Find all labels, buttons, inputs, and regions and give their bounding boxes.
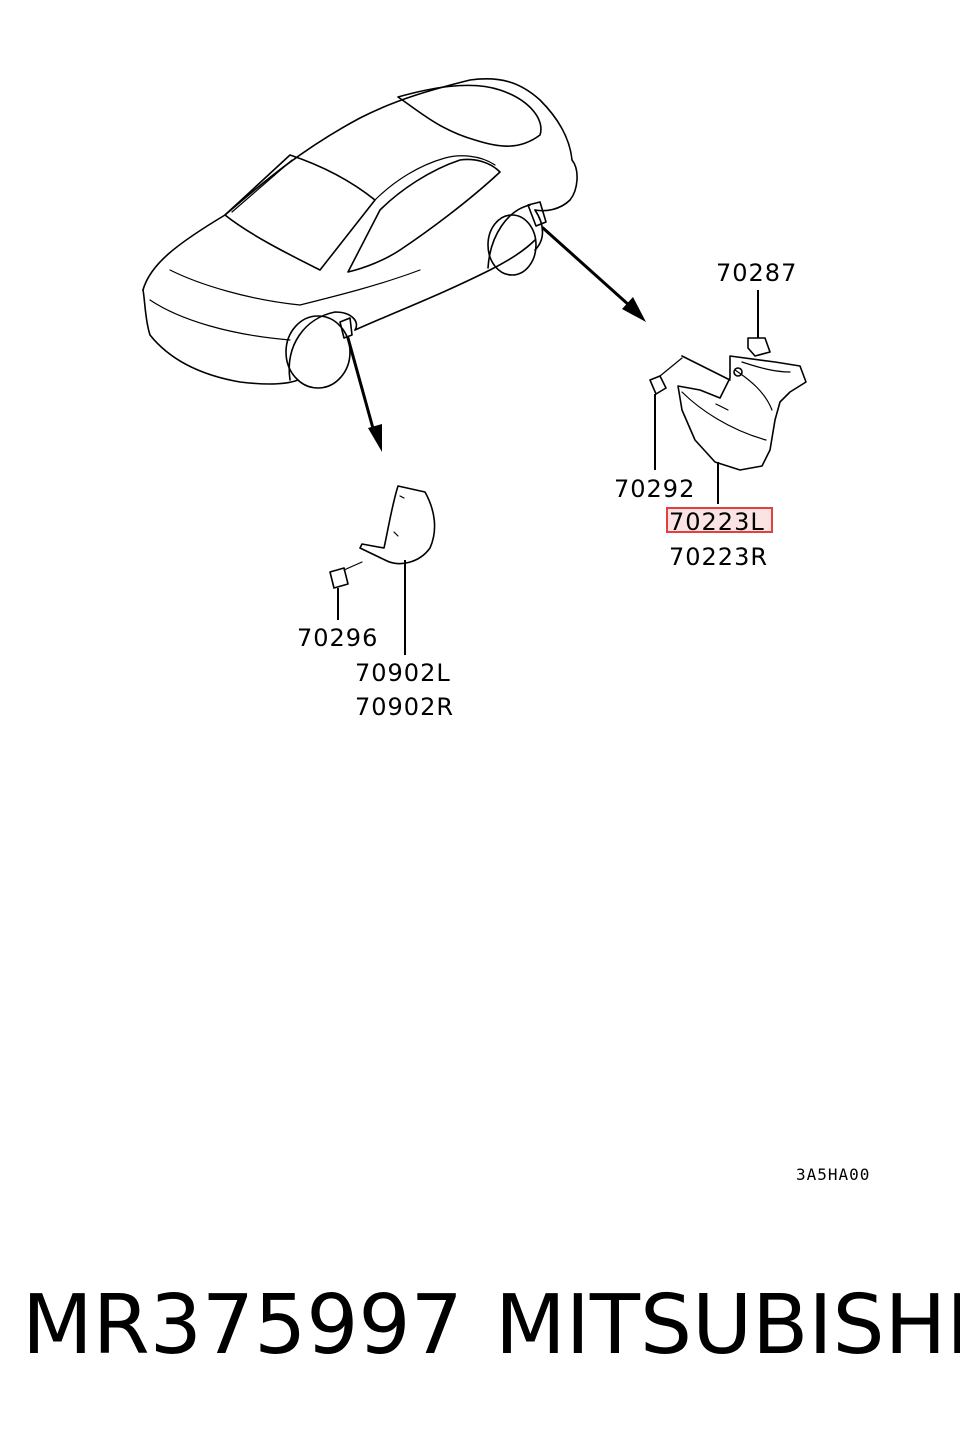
part-label-70296[interactable]: 70296 (297, 624, 378, 652)
arrow-to-front-mudguard (346, 336, 382, 452)
rear-mudguard-illustration (649, 290, 807, 504)
car-illustration (142, 78, 578, 389)
part-label-70287[interactable]: 70287 (716, 259, 797, 287)
part-label-70223r[interactable]: 70223R (669, 543, 768, 571)
front-mudguard-illustration (329, 485, 436, 655)
part-label-70223l[interactable]: 70223L (669, 508, 765, 536)
part-label-70902r[interactable]: 70902R (355, 693, 454, 721)
part-label-70292[interactable]: 70292 (614, 475, 695, 503)
highlight-box (666, 507, 773, 533)
part-label-70902l[interactable]: 70902L (355, 659, 451, 687)
footer-part-number: MR375997 (22, 1278, 463, 1373)
diagram-code: 3A5HA00 (796, 1165, 870, 1184)
footer-brand: MITSUBISHI (495, 1278, 960, 1373)
arrow-to-rear-mudguard (541, 226, 646, 322)
